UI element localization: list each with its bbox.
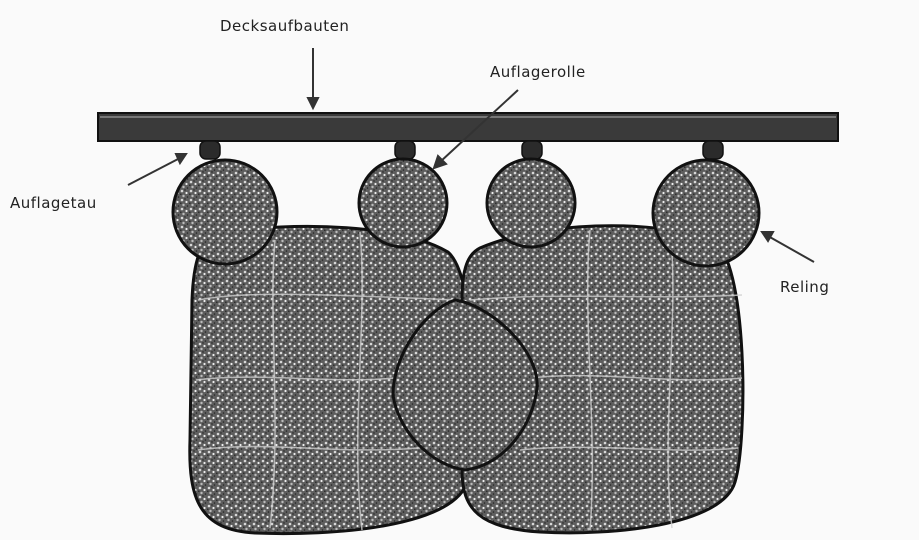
label-fender-roll: Reling [780, 278, 829, 296]
label-support-roll: Auflagerolle [490, 63, 586, 81]
support-knobs [200, 141, 723, 159]
label-support-rope: Auflagetau [10, 194, 97, 212]
roller-3 [487, 159, 575, 247]
roller-1 [173, 160, 277, 264]
roller-4 [653, 160, 759, 266]
label-deck: Decksaufbauten [220, 17, 349, 35]
roller-2 [359, 159, 447, 247]
